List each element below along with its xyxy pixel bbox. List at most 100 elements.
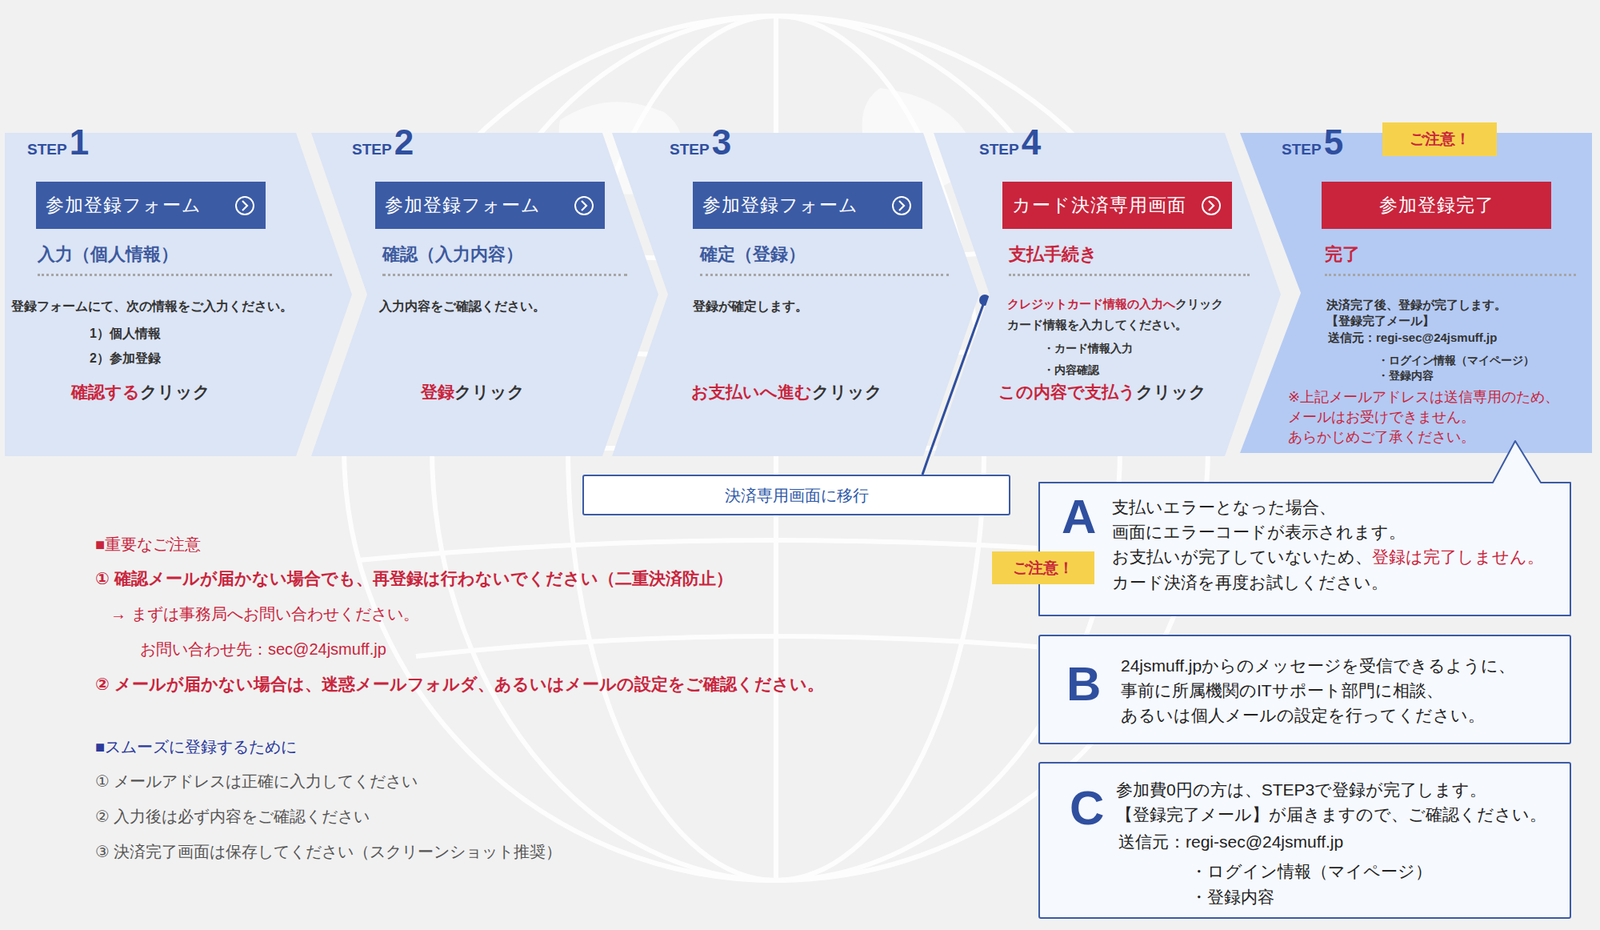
text-row: 参加登録フォーム [702,193,859,218]
notice-item: ① 確認メールが届かない場合でも、再登録は行わないでください（二重決済防止） [95,567,733,590]
payment-button: カード決済専用画面 [1002,181,1232,229]
step-label: STEP [979,140,1020,160]
dotted-rule [1008,273,1250,276]
text-row: お支払いへ進むクリック [650,380,923,403]
text-row: A [1061,492,1096,541]
text-row: STEP2 [352,124,414,160]
form-button: 参加登録フォーム [692,181,923,229]
text-row: クレジットカード情報の入力へクリック [1007,296,1224,313]
caution-tag: ご注意！ [1382,122,1497,156]
text-row: ・ログイン情報（マイページ） [1190,858,1432,884]
step-body: クレジットカード情報の入力へ [1007,296,1176,311]
text-row: 送信元：regi-sec@24jsmuff.jp [1328,329,1497,347]
text-row: 確定（登録） [700,243,806,267]
text-row: 登録クリック [336,380,609,403]
step-number: 4 [1021,124,1041,160]
callout-box: 決済専用画面に移行 [582,474,1011,516]
notice-item: → まずは事務局へお問い合わせください。 [110,603,420,625]
step-heading: 入力（個人情報） [37,244,179,264]
note-box-bubble: A 支払いエラーとなった場合、 画面にエラーコードが表示されます。 お支払いが完了… [1038,481,1572,616]
callout-letter: B [1066,656,1101,711]
step-number: 3 [712,124,732,160]
text-row: 確認するクリック [4,380,277,403]
dotted-rule [700,273,949,276]
bullet-item: ・内容確認 [1043,363,1100,376]
step-body: カード情報を入力してください。 [1007,317,1188,332]
text-row: 支払いエラーとなった場合、 画面にエラーコードが表示されます。 お支払いが完了し… [1112,494,1557,569]
step-body: 【登録完了メール】 [1326,313,1435,328]
action-text: 確認する [71,382,140,401]
bullet-item: ・カード情報入力 [1043,341,1133,355]
action-text: クリック [812,382,883,401]
note-text: ・ログイン情報（マイページ） [1190,861,1432,880]
step-body: 決済完了後、登録が完了します。 [1326,297,1507,312]
step-body: 登録が確定します。 [692,299,808,313]
notice-heading: ■重要なご注意 [95,533,201,556]
dotted-rule [382,273,628,276]
note-box: C 参加費0円の方は、STEP3で登録が完了します。 【登録完了メール】が届きます… [1038,761,1572,919]
bullet-item: ・ログイン情報（マイページ） [1377,353,1535,367]
action-text: この内容で支払う [998,382,1136,401]
text-row: 登録が確定します。 [692,298,808,316]
text-row: C [1069,784,1104,832]
text-row: 参加登録完了 [1321,193,1552,218]
note-text: 送信元：regi-sec@24jsmuff.jp [1118,832,1344,851]
action-text: クリック [454,382,525,401]
step-number: 1 [69,124,89,160]
text-row: ご注意！ [1382,129,1497,150]
text-row: STEP5 [1281,124,1344,160]
step-number: 5 [1324,124,1344,160]
text-row: 入力内容をご確認ください。 [379,298,546,316]
bullet-item: ・登録内容 [1377,368,1434,382]
tip-item: ③ 決済完了画面は保存してください（スクリーンショット推奨） [95,840,563,863]
note-text: ・登録内容 [1190,887,1275,906]
note-text: 参加費0円の方は、STEP3で登録が完了します。 【登録完了メール】が届きますの… [1116,780,1547,824]
text-row: カード決済専用画面 [1012,193,1187,218]
step-number: 2 [394,124,414,160]
step-chevron: STEP3確定（登録）登録が確定します。お支払いへ進むクリック参加登録フォーム [612,132,980,456]
step-body: 入力内容をご確認ください。 [379,299,546,313]
caution-tag: ご注意！ [992,551,1095,584]
tip-item: ① メールアドレスは正確に入力してください [95,770,419,792]
step-chevron: STEP2確認（入力内容）入力内容をご確認ください。登録クリック参加登録フォーム [311,132,659,456]
step-label: STEP [669,140,710,160]
text-row: STEP4 [979,124,1041,160]
step-heading: 確定（登録） [700,244,806,264]
button-label: 参加登録フォーム [384,194,541,216]
step-chevron: STEP4支払手続きクレジットカード情報の入力へクリックカード情報を入力してくだ… [933,132,1281,456]
note-text: 24jsmuff.jpからのメッセージを受信できるように、 事前に所属機関のIT… [1120,656,1516,724]
text-row: B [1066,660,1101,708]
text-row: 参加費0円の方は、STEP3で登録が完了します。 【登録完了メール】が届きますの… [1116,776,1564,827]
step-label: STEP [352,140,392,160]
text-row: 登録フォームにて、次の情報をご入力ください。 [11,298,293,316]
button-label: 参加登録フォーム [45,194,202,216]
form-button: 参加登録フォーム [36,181,266,229]
callout-text: 決済専用画面に移行 [724,486,869,504]
text-row: この内容で支払うクリック [966,380,1239,403]
step-body: 送信元：regi-sec@24jsmuff.jp [1328,330,1497,344]
text-row: ※上記メールアドレスは送信専用のため、 メールはお受けできません。 あらかじめご… [1288,387,1586,448]
caution-tag-text: ご注意！ [1012,558,1074,576]
callout-letter: A [1061,489,1096,544]
button-label: カード決済専用画面 [1012,194,1187,216]
complete-button: 参加登録完了 [1321,181,1552,229]
text-row: ・カード情報入力 [1043,340,1133,357]
dotted-rule [37,273,332,276]
action-text: 登録 [420,382,455,401]
notice-item: ② メールが届かない場合は、迷惑メールフォルダ、あるいはメールの設定をご確認くだ… [95,672,824,696]
text-row: 【登録完了メール】 [1326,312,1435,330]
text-row: 24jsmuff.jpからのメッセージを受信できるように、 事前に所属機関のIT… [1120,652,1557,728]
arrow-icon [890,194,913,217]
text-row: 送信元：regi-sec@24jsmuff.jp [1118,828,1344,854]
caution-tag-text: ご注意！ [1409,130,1471,148]
note-text: 支払いエラーとなった場合、 画面にエラーコードが表示されます。 お支払いが完了し… [1112,497,1406,566]
tips-heading: ■スムーズに登録するために [95,736,297,758]
text-row: 確認（入力内容） [382,243,524,267]
text-row: ・登録内容 [1377,367,1434,384]
step-panel: STEP5完了決済完了後、登録が完了します。【登録完了メール】送信元：regi-… [1240,132,1592,453]
text-row: ・登録内容 [1190,884,1275,909]
step-heading: 確認（入力内容） [382,244,524,264]
action-text: クリック [1136,382,1207,401]
step-heading: 完了 [1324,244,1360,264]
